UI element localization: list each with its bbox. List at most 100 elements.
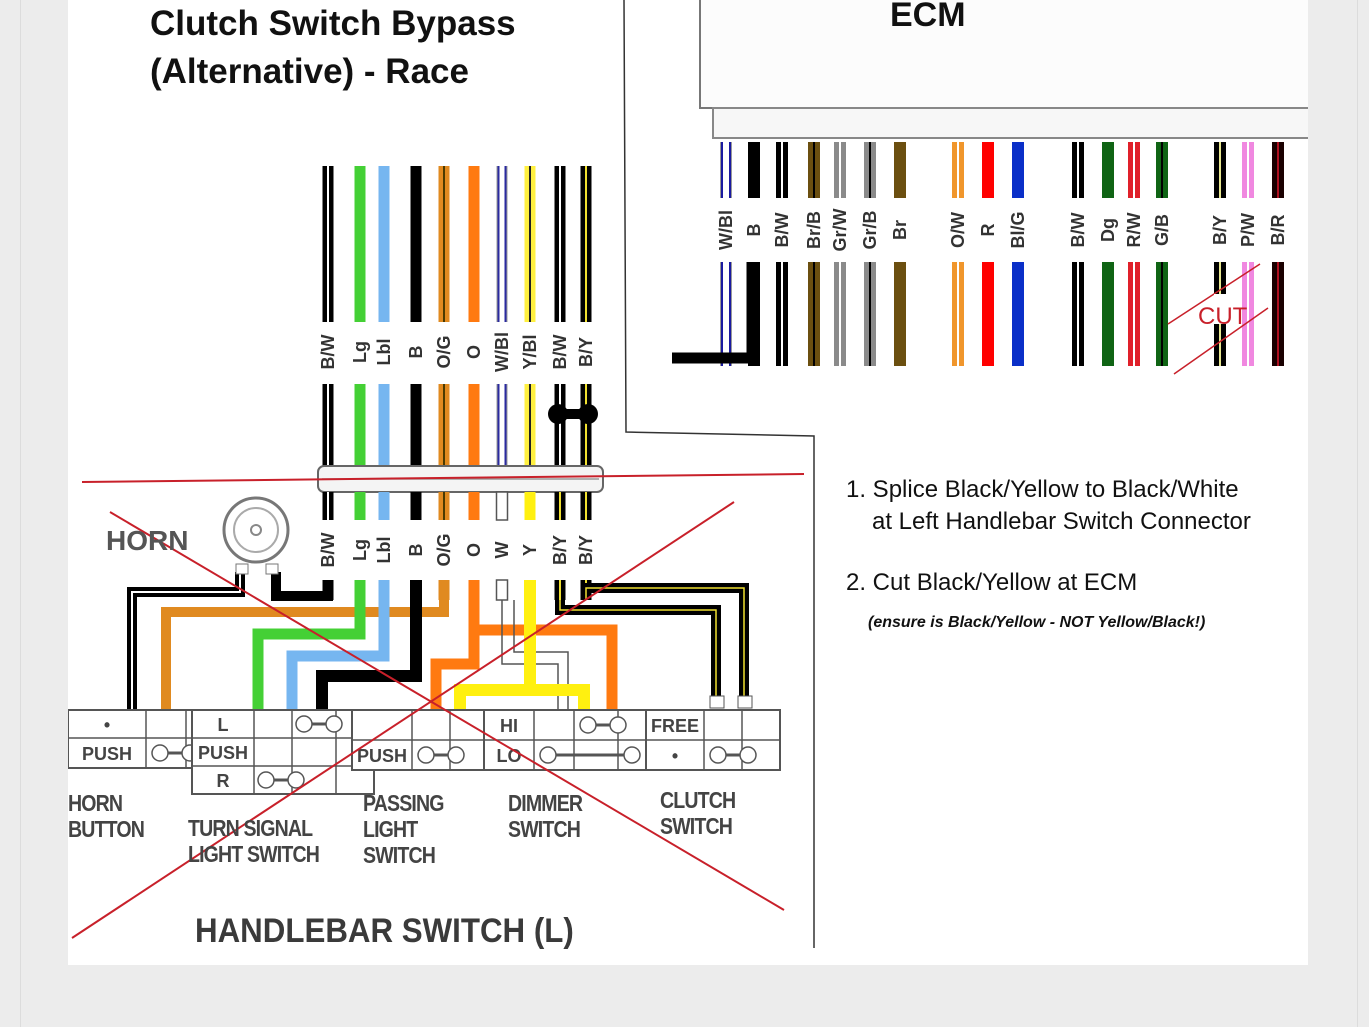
diagram-title: Clutch Switch Bypass (Alternative) - Rac…: [150, 0, 516, 96]
svg-text:Lg: Lg: [350, 341, 370, 363]
lower-wire-6: W: [492, 491, 512, 601]
title-line-1: Clutch Switch Bypass: [150, 4, 516, 43]
upper-wire-4: O/G: [434, 166, 454, 466]
horn-button-label: HORN BUTTON: [68, 790, 145, 842]
ecm-wire-r-w: R/W: [1124, 142, 1144, 366]
switch-row-label: PUSH: [198, 743, 248, 763]
ecm-wire-label: B: [744, 224, 764, 237]
lower-wire-0: B/W: [318, 492, 338, 600]
upper-wire-3: B: [406, 166, 426, 466]
contact-icon: [579, 716, 597, 734]
contact-icon: [417, 746, 435, 764]
handlebar-switch-title: HANDLEBAR SWITCH (L): [195, 912, 574, 950]
ecm-wire-p-w: P/W: [1238, 142, 1258, 366]
switch-row-label: R: [217, 771, 230, 791]
contact-icon: [609, 716, 627, 734]
ecm-wire-label: R/W: [1124, 213, 1144, 248]
ecm-wire-o-w: O/W: [948, 142, 968, 366]
switch-row-label: HI: [500, 716, 518, 736]
cross-out-diagonal-1: [109, 511, 785, 911]
cut-marker: CUT: [1167, 263, 1269, 375]
instruction-step-1-line-2: at Left Handlebar Switch Connector: [872, 508, 1251, 535]
ecm-wire-br-b: Br/B: [804, 142, 824, 366]
svg-text:W: W: [492, 542, 512, 559]
upper-wire-2: Lbl: [374, 166, 394, 466]
cross-out-marks: [71, 473, 805, 939]
svg-text:O/G: O/G: [434, 335, 454, 368]
splice-node-left: [548, 404, 568, 424]
instruction-note: (ensure is Black/Yellow - NOT Yellow/Bla…: [868, 614, 1206, 631]
ecm-wire-label: B/R: [1268, 215, 1288, 246]
switch-row-label: L: [218, 715, 229, 735]
upper-wire-9: B/Y: [576, 166, 596, 466]
wire-o-dimmer: [474, 624, 618, 712]
title-line-2: (Alternative) - Race: [150, 52, 469, 91]
ecm-ground-wire: [672, 262, 758, 364]
lower-wire-1: Lg: [350, 492, 370, 600]
contact-icon: [287, 771, 305, 789]
upper-wire-0: B/W: [318, 166, 338, 466]
cross-out-horizontal: [81, 473, 805, 483]
ecm-wire-label: R: [978, 224, 998, 237]
svg-text:B: B: [406, 346, 426, 359]
clutch-switch-table: FREE •: [645, 709, 781, 771]
ecm-wire-label: Bl/G: [1008, 211, 1028, 248]
horn-icon: [222, 496, 290, 575]
ecm-wire-r: R: [978, 142, 998, 366]
ecm-wire-g-b: G/B: [1152, 142, 1172, 366]
passing-light-switch-label: PASSING LIGHT SWITCH: [363, 790, 444, 868]
ecm-wire-dg: Dg: [1098, 142, 1118, 366]
contact-icon: [257, 771, 275, 789]
lower-wire-8: B/Y: [550, 492, 570, 600]
clutch-terminal: [709, 695, 725, 709]
svg-text:B: B: [406, 544, 426, 557]
ecm-wire-gr-w: Gr/W: [830, 142, 850, 366]
contact-icon: [623, 746, 641, 764]
ecm-wire-gr-b: Gr/B: [860, 142, 880, 366]
cut-label: CUT: [1198, 303, 1248, 330]
ecm-wire-b-w: B/W: [772, 142, 792, 366]
clutch-terminal: [737, 695, 753, 709]
dimmer-switch-label: DIMMER SWITCH: [508, 790, 583, 842]
svg-text:B/Y: B/Y: [576, 337, 596, 367]
ecm-wire-label: B/Y: [1210, 215, 1230, 245]
svg-text:Lbl: Lbl: [374, 537, 394, 564]
upper-wire-8: B/W: [550, 166, 570, 466]
ecm-label: ECM: [890, 0, 966, 34]
ecm-connector: [712, 107, 1308, 139]
svg-text:Lbl: Lbl: [374, 339, 394, 366]
wire-og: [161, 580, 449, 712]
wire-o: [430, 580, 480, 712]
svg-text:O: O: [464, 345, 484, 359]
horn-label: HORN: [106, 525, 189, 556]
splice-node-right: [578, 404, 598, 424]
switch-row-label: •: [104, 715, 110, 735]
switch-row-label: PUSH: [357, 746, 407, 766]
ecm-wire-label: O/W: [948, 212, 968, 248]
region-divider: [623, 0, 815, 948]
switch-row-label: FREE: [651, 716, 699, 736]
upper-wire-6: W/Bl: [492, 166, 512, 466]
contact-icon: [447, 746, 465, 764]
svg-text:B/W: B/W: [550, 335, 570, 370]
ecm-wire-label: Gr/W: [830, 208, 850, 251]
contact-icon: [151, 744, 169, 762]
svg-text:O/G: O/G: [434, 533, 454, 566]
switch-row-label: •: [672, 746, 678, 766]
instruction-step-2: 2. Cut Black/Yellow at ECM: [846, 569, 1138, 596]
svg-text:Y: Y: [520, 544, 540, 556]
clutch-switch-label: CLUTCH SWITCH: [660, 787, 736, 839]
cross-out-diagonal-2: [71, 501, 735, 939]
wire-lg: [252, 600, 366, 712]
ecm-wire-br: Br: [890, 142, 910, 366]
contact-icon: [539, 746, 557, 764]
svg-text:W/Bl: W/Bl: [492, 332, 512, 372]
turn-signal-light-switch-table: L PUSH R: [191, 709, 375, 795]
wire-lbl: [286, 600, 390, 712]
lower-wire-2: Lbl: [374, 492, 394, 600]
svg-text:B/Y: B/Y: [576, 535, 596, 565]
ecm-wire-b-y: B/Y: [1210, 142, 1230, 366]
instruction-step-1: 1. Splice Black/Yellow to Black/White at…: [846, 476, 1251, 536]
